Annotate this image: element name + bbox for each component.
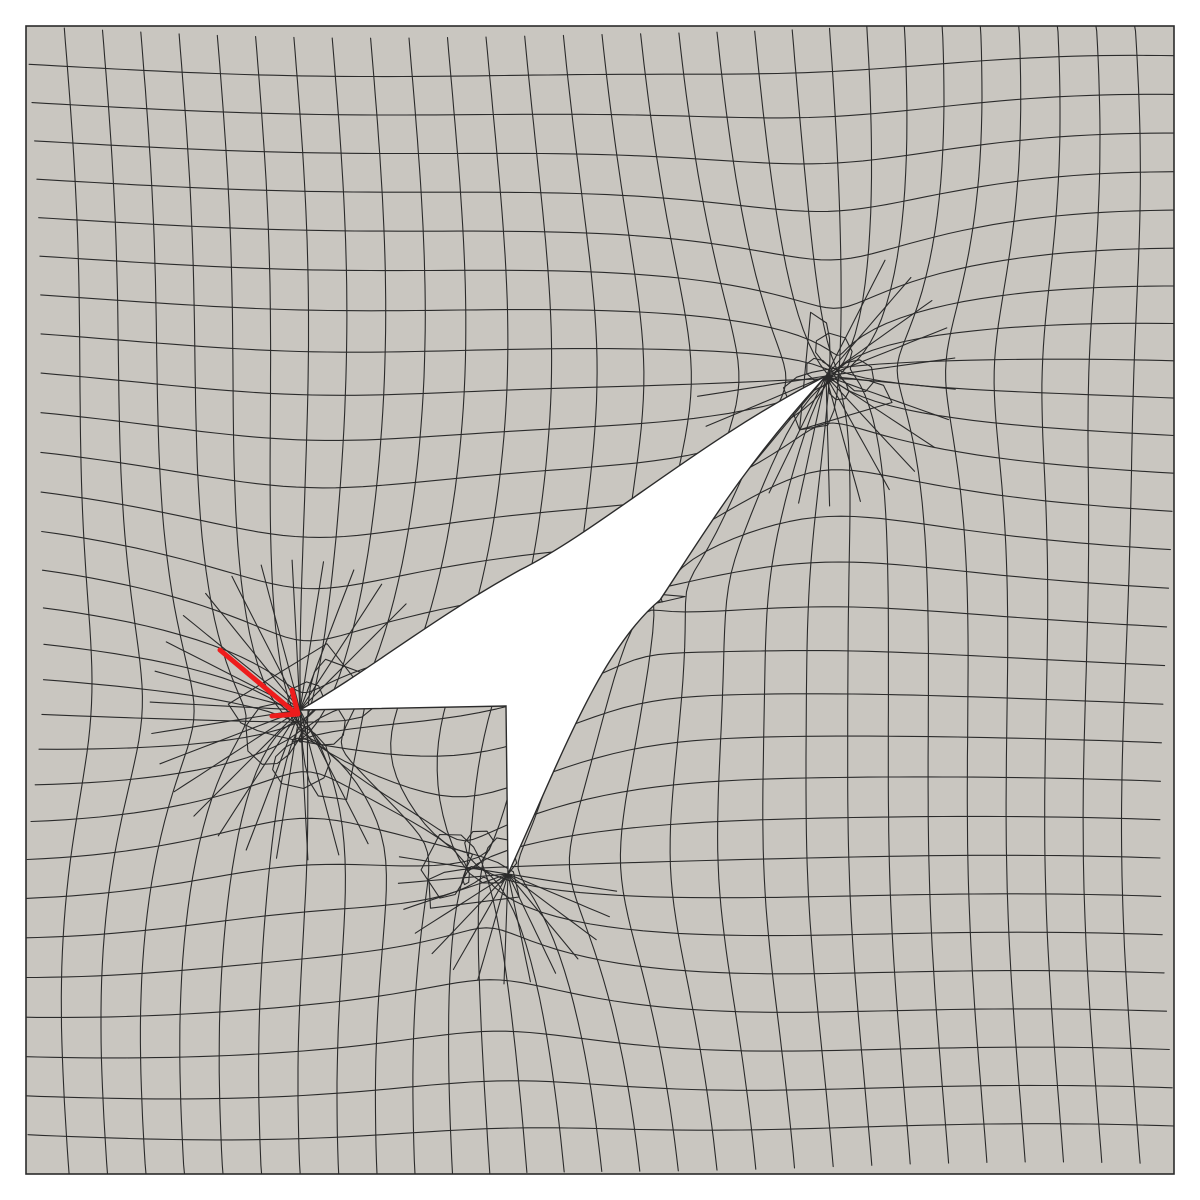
mesh-edge-h-5 [38,209,1175,261]
mesh-edge-h-23 [25,830,1162,899]
mesh-edge-fan-0-5 [217,709,301,837]
mesh-edge-fan-2-0 [507,873,618,892]
mesh-edge-fan-0-11 [154,670,301,711]
mesh-edge-h-22 [26,817,1161,909]
mesh-edge-fan-0-17 [291,559,301,711]
mesh-edge-fan-2-13 [398,856,509,875]
mesh-edge-fan-0-13 [182,615,301,711]
mesh-edge-fan-0-21 [299,603,407,711]
mesh-edge-fan-1-12 [798,375,827,504]
mesh-edge-fan-0-10 [149,701,301,711]
red-arrow-annotation [217,647,301,719]
mesh-edge-fan-1-0 [825,259,886,377]
mesh-edge-fan-1-6 [825,375,950,421]
mesh-edge-fan-2-8 [452,873,509,971]
mesh-edge-h-10 [40,332,1175,441]
mesh-edge-fan-2-3 [507,873,579,960]
domain-border [25,25,1175,1175]
mesh-edge-fan-1-5 [825,375,956,390]
arrow-head [269,687,301,719]
mesh-edge-fan-0-20 [299,583,383,711]
mesh-edge-fan-2-5 [507,873,531,983]
mesh-edge-h-3 [34,132,1175,165]
mesh-edge-fan-0-3 [275,709,301,859]
mesh-edge-fan-0-1 [299,709,340,856]
mesh-edge-h-6 [39,247,1175,309]
mesh-edge-h-24 [25,876,1163,939]
mesh-edge-h-8 [40,322,1175,401]
mesh-edge-fan-1-13 [768,375,827,494]
mesh-edge-h-20 [34,725,1161,842]
mesh-edge-h-26 [25,979,1168,1018]
mesh-edge-fan-1-8 [825,375,916,472]
mesh-edge-h-2 [31,93,1175,119]
mesh-edge-fan-2-9 [431,873,509,955]
mesh-edge-fan-2-2 [507,873,597,941]
mesh-edge-fan-2-10 [414,873,509,934]
mesh-edge-fan-2-7 [477,873,509,981]
mesh-edge-h-28 [25,1080,1173,1100]
mesh-edge-fan-1-3 [825,327,948,377]
mesh-edge-fan-0-2 [299,709,309,861]
mesh-edge-fan-2-1 [507,873,610,918]
mesh-edge-fan-1-2 [825,300,933,377]
mesh-edge-fan-0-18 [299,561,325,711]
mesh-edge-h-29 [27,1123,1175,1141]
mesh-edge-h-11 [40,376,1175,489]
mesh-edge-fan-2-12 [397,873,509,884]
mesh-edge-fan-0-16 [260,564,301,711]
mesh-edge-fan-2-6 [503,873,509,985]
mesh-edge-fan-0-15 [231,575,301,711]
mesh-edge-fan-2-11 [403,873,509,910]
mesh-edge-fan-1-17 [697,375,827,397]
mesh-edge-fan-0-0 [299,709,369,845]
arrow-shaft [217,647,297,715]
mesh-edge-fan-0-8 [159,709,301,765]
mesh-edge-fan-1-7 [825,375,936,449]
cavity-hole [299,375,827,875]
mesh-edge-h-25 [25,927,1165,979]
mesh-edge-fan-1-11 [825,375,831,507]
mesh-edge-fan-1-1 [825,276,912,377]
mesh-edge-h-4 [36,171,1175,213]
mesh-edge-fan-0-14 [205,592,301,711]
mesh-edge-h-27 [25,1030,1170,1059]
mesh-edge-h-1 [28,54,1175,78]
mesh-edge-fan-1-16 [705,375,827,427]
mesh-edge-fan-1-10 [825,375,861,502]
mesh-edge-h-9 [40,358,1175,431]
mesh-edge-fan-1-4 [825,357,956,377]
mesh-edge-h-7 [40,285,1175,356]
mesh-edge-fan-0-4 [245,709,301,851]
mesh-edge-fan-1-9 [825,375,890,491]
mesh-edge-fan-0-7 [173,709,301,793]
mesh-edge-fan-0-6 [193,709,301,817]
mesh-edge-fan-2-4 [507,873,557,974]
mesh-edge-fan-0-19 [299,569,355,711]
